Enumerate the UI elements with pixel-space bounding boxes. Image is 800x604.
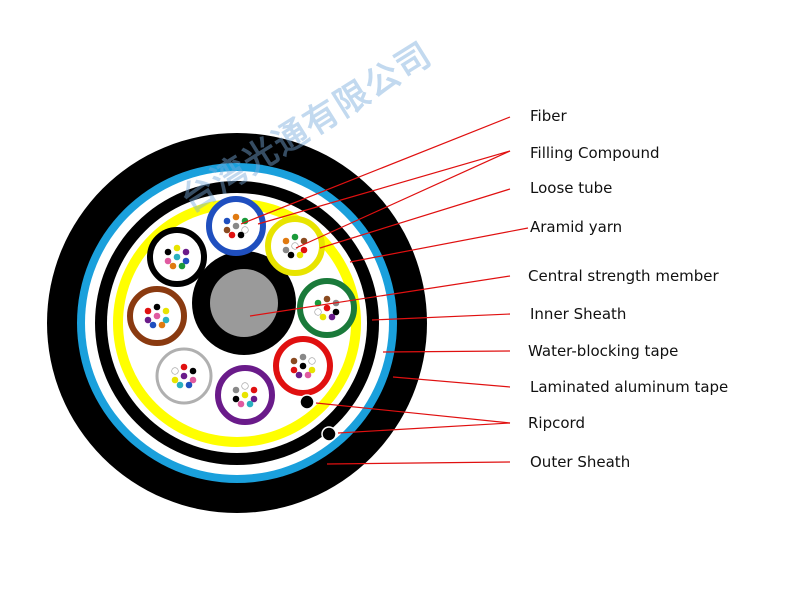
leader-line-water-blocking (382, 350, 511, 353)
leader-line-outer-sheath (326, 461, 511, 465)
fiber-white-3 (189, 367, 197, 375)
fiber-green-1 (314, 299, 322, 307)
fiber-blue-5 (232, 222, 240, 230)
fiber-yellow-3 (300, 237, 308, 245)
fiber-white-5 (180, 372, 188, 380)
leader-line-filling-2 (295, 150, 511, 249)
fiber-white-8 (185, 381, 193, 389)
fiber-brown-4 (144, 316, 152, 324)
fiber-blue-8 (237, 231, 245, 239)
fiber-purple-5 (241, 391, 249, 399)
fiber-yellow-4 (282, 246, 290, 254)
fiber-white-4 (171, 376, 179, 384)
loose-tubes-group (127, 196, 357, 425)
label-central-strength-member: Central strength member (528, 267, 719, 285)
ripcord-inner (299, 394, 315, 410)
fiber-green-7 (319, 313, 327, 321)
fiber-purple-3 (250, 386, 258, 394)
fiber-yellow-6 (300, 246, 308, 254)
label-aramid-yarn: Aramid yarn (530, 218, 623, 236)
leader-line-central (249, 275, 511, 317)
fiber-yellow-1 (282, 237, 290, 245)
fiber-red-6 (308, 366, 316, 374)
fiber-blue-2 (232, 213, 240, 221)
fiber-green-8 (328, 313, 336, 321)
label-fiber: Fiber (530, 107, 567, 125)
ripcord-outer (321, 426, 337, 442)
label-laminated-aluminum-tape: Laminated aluminum tape (530, 378, 729, 396)
label-outer-sheath: Outer Sheath (530, 453, 631, 471)
fiber-blue-6 (241, 226, 249, 234)
fiber-purple-1 (232, 386, 240, 394)
fiber-black-3 (182, 248, 190, 256)
leader-line-filling-1 (257, 150, 511, 225)
fiber-black-1 (164, 248, 172, 256)
fiber-black-5 (173, 253, 181, 261)
fiber-black-6 (182, 257, 190, 265)
fiber-white-1 (171, 367, 179, 375)
fiber-brown-6 (162, 316, 170, 324)
fiber-white-6 (189, 376, 197, 384)
fiber-green-2 (323, 295, 331, 303)
fiber-red-5 (299, 362, 307, 370)
fiber-green-6 (332, 308, 340, 316)
fiber-brown-7 (149, 321, 157, 329)
fiber-purple-6 (250, 395, 258, 403)
label-water-blocking-tape: Water-blocking tape (528, 342, 679, 360)
fiber-yellow-7 (287, 251, 295, 259)
fiber-white-7 (176, 381, 184, 389)
fiber-brown-5 (153, 312, 161, 320)
fiber-purple-4 (232, 395, 240, 403)
fiber-black-7 (169, 262, 177, 270)
fiber-black-8 (178, 262, 186, 270)
label-ripcord: Ripcord (528, 414, 585, 432)
fiber-red-8 (304, 371, 312, 379)
leader-line-inner-sheath (371, 313, 511, 321)
central-strength-member (210, 269, 278, 337)
fiber-black-2 (173, 244, 181, 252)
fiber-red-3 (308, 357, 316, 365)
fiber-red-7 (295, 371, 303, 379)
leader-line-aramid (349, 227, 529, 263)
leader-line-ripcord-1 (315, 402, 511, 424)
fiber-yellow-8 (296, 251, 304, 259)
fiber-red-2 (299, 353, 307, 361)
fiber-black-4 (164, 257, 172, 265)
fiber-purple-7 (237, 400, 245, 408)
leader-line-fiber (240, 116, 511, 225)
fiber-blue-1 (223, 217, 231, 225)
leader-line-ripcord-2 (337, 422, 511, 434)
fiber-brown-1 (144, 307, 152, 315)
fiber-green-5 (323, 304, 331, 312)
leader-line-aluminum (392, 376, 511, 388)
fiber-brown-8 (158, 321, 166, 329)
fiber-yellow-5 (291, 242, 299, 250)
fiber-purple-8 (246, 400, 254, 408)
label-inner-sheath: Inner Sheath (530, 305, 627, 323)
fiber-blue-4 (223, 226, 231, 234)
label-filling-compound: Filling Compound (530, 144, 660, 162)
fiber-white-2 (180, 363, 188, 371)
fiber-red-4 (290, 366, 298, 374)
leader-line-loose-tube (319, 188, 511, 249)
fiber-purple-2 (241, 382, 249, 390)
fiber-red-1 (290, 357, 298, 365)
fiber-green-4 (314, 308, 322, 316)
fiber-brown-2 (153, 303, 161, 311)
label-loose-tube: Loose tube (530, 179, 613, 197)
fiber-blue-7 (228, 231, 236, 239)
fiber-yellow-2 (291, 233, 299, 241)
fiber-brown-3 (162, 307, 170, 315)
